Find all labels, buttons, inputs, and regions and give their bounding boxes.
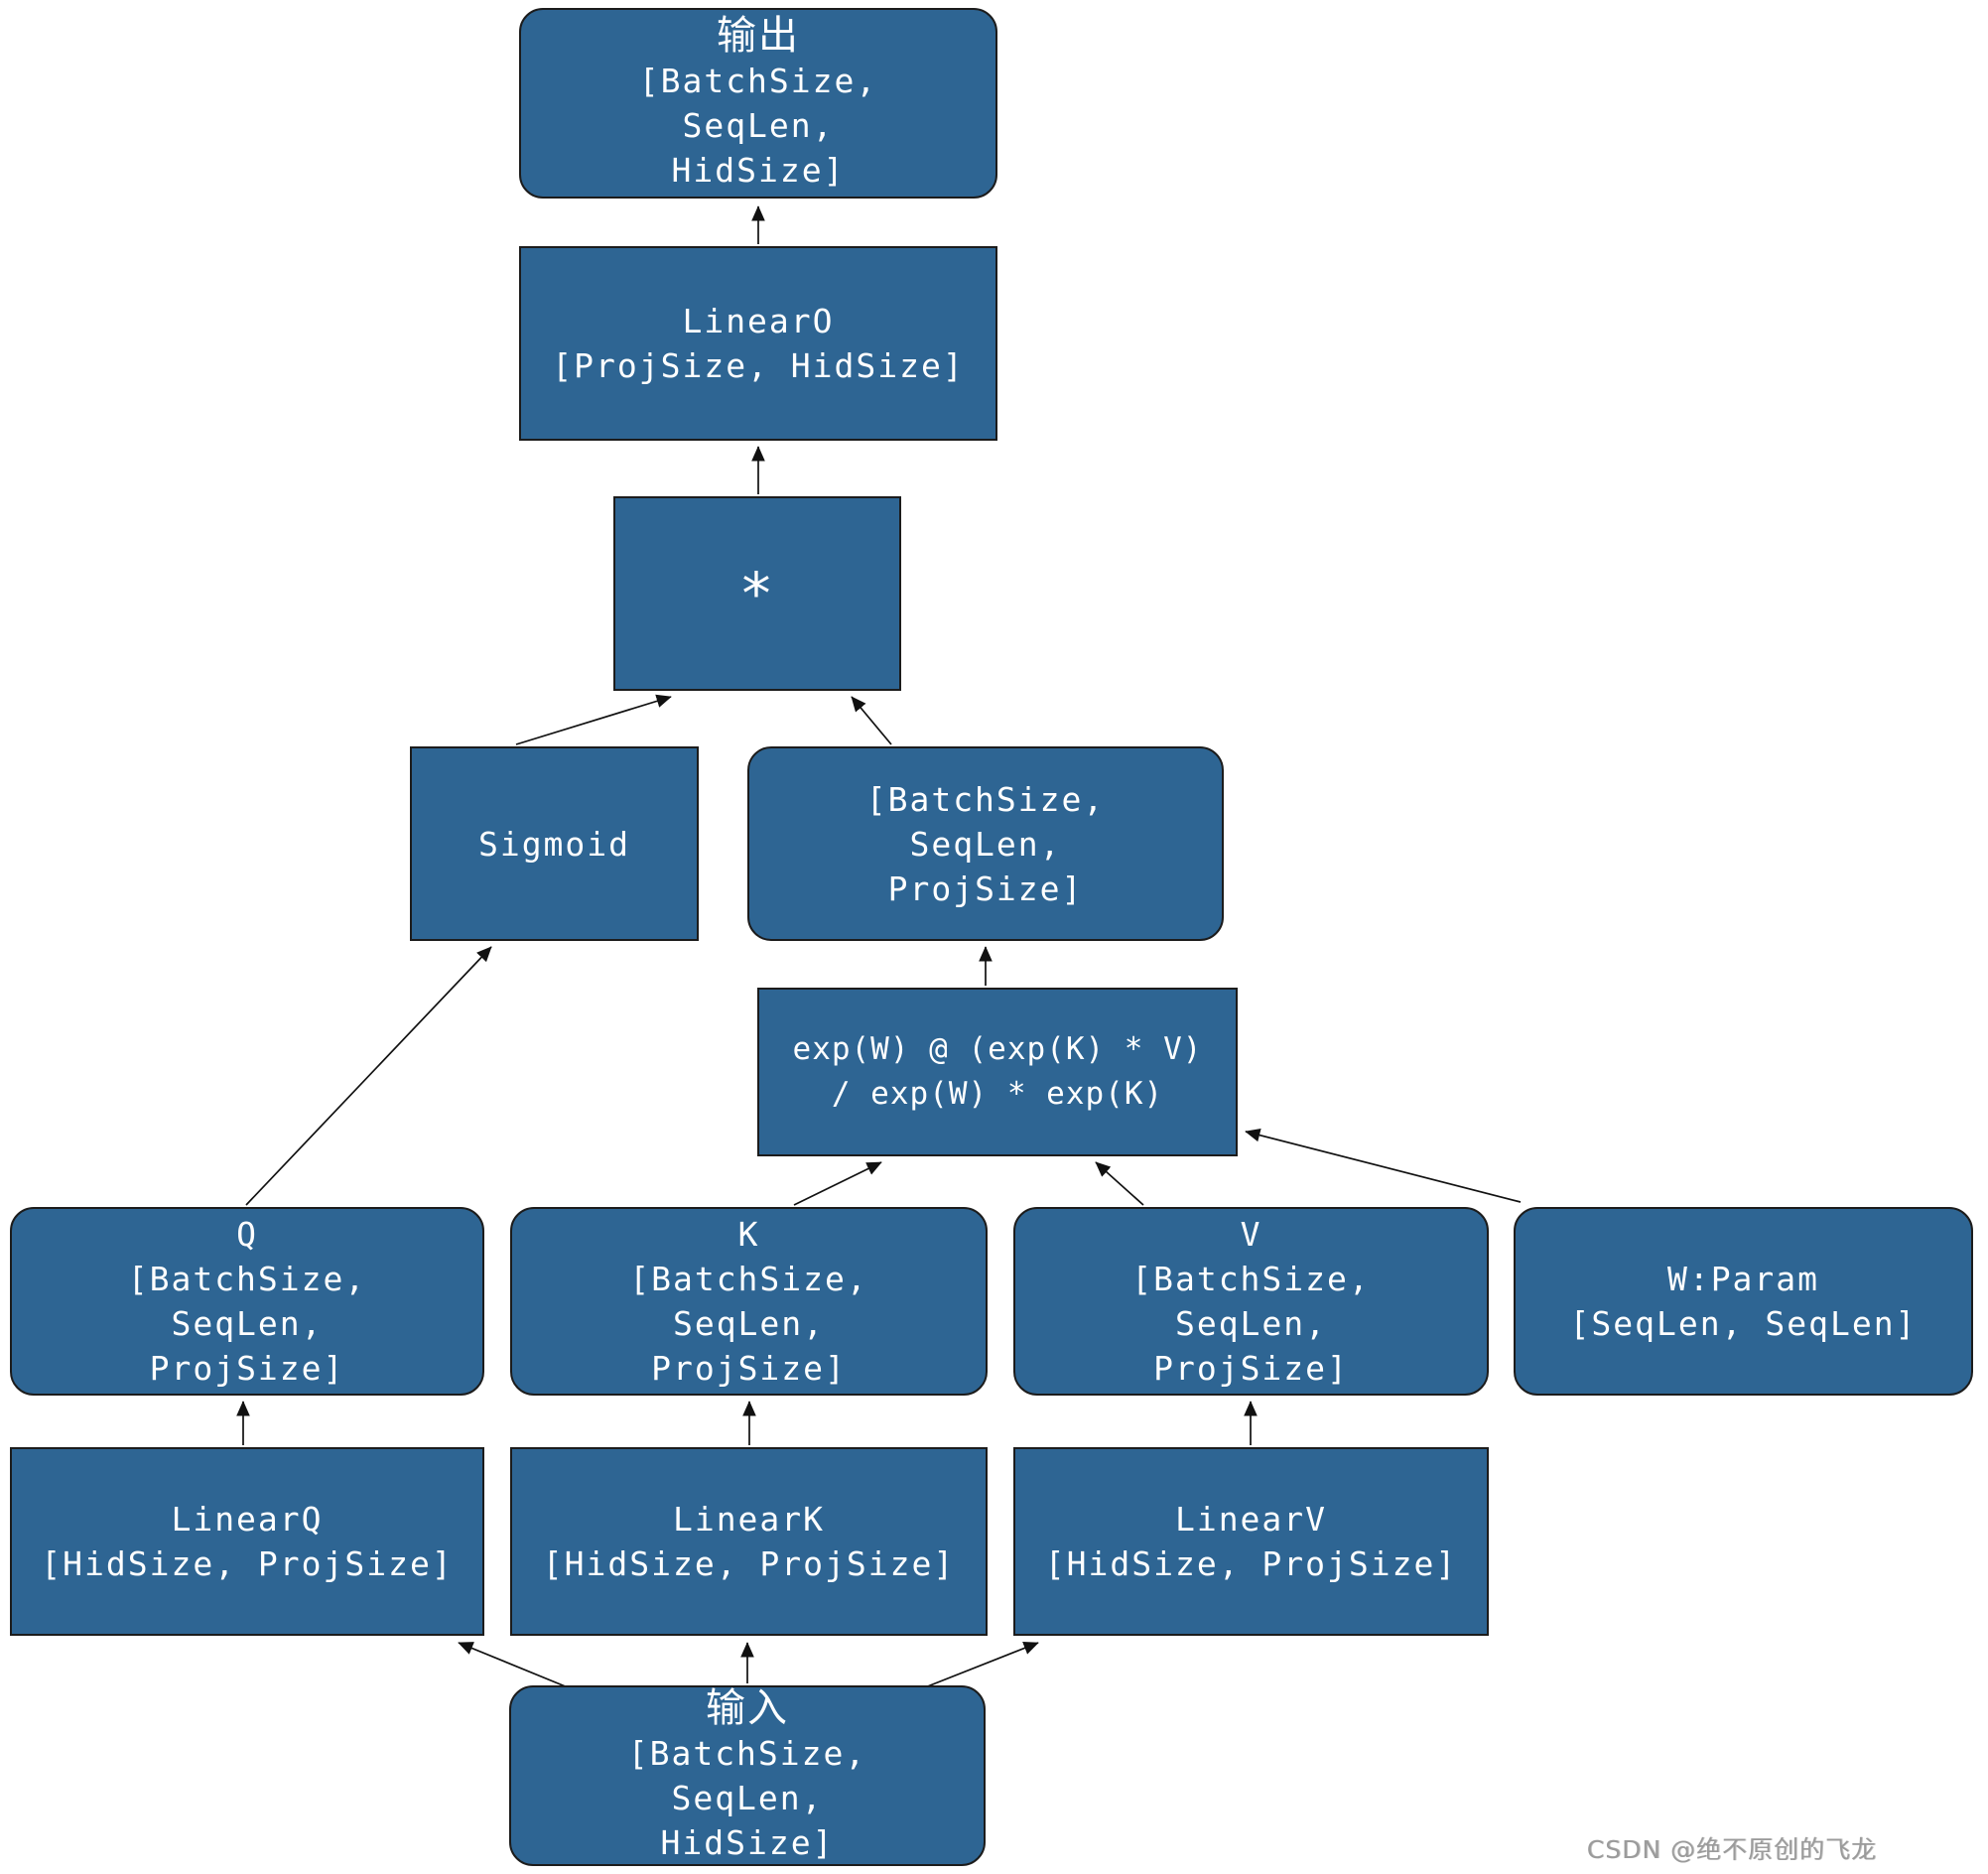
node-k-label-line: ProjSize] xyxy=(651,1349,847,1388)
node-linear-o-label-line: LinearO xyxy=(682,302,835,340)
node-exp-formula: exp(W) @ (exp(K) * V) / exp(W) * exp(K) xyxy=(757,988,1238,1156)
arrow-input-to-linear-v xyxy=(924,1641,1039,1688)
node-batch-seq-proj-label-line: [BatchSize, xyxy=(865,779,1106,819)
node-multiply-label-line: * xyxy=(738,560,776,627)
node-linear-q-label-line: LinearQ xyxy=(171,1500,324,1539)
node-v-label-line: ProjSize] xyxy=(1153,1349,1349,1388)
node-q-label-line: Q xyxy=(236,1215,258,1254)
node-sigmoid-label-line: Sigmoid xyxy=(477,824,631,864)
arrow-q-to-sigmoid xyxy=(245,946,492,1206)
node-v: V [BatchSize, SeqLen, ProjSize] xyxy=(1013,1207,1489,1396)
node-linear-o-label-line: [ProjSize, HidSize] xyxy=(552,346,965,385)
node-batch-seq-proj: [BatchSize, SeqLen, ProjSize] xyxy=(747,746,1224,941)
node-v-label-line: V xyxy=(1240,1215,1262,1254)
node-q: Q [BatchSize, SeqLen, ProjSize] xyxy=(10,1207,484,1396)
node-multiply: * xyxy=(613,496,901,691)
node-linear-o: LinearO [ProjSize, HidSize] xyxy=(519,246,997,441)
node-input-label-line: HidSize] xyxy=(660,1823,835,1862)
node-exp-formula-label-line: / exp(W) * exp(K) xyxy=(831,1076,1164,1112)
node-v-label-line: [BatchSize, xyxy=(1131,1260,1371,1298)
node-input-label-line: SeqLen, xyxy=(671,1779,824,1817)
node-batch-seq-proj-label-line: SeqLen, xyxy=(909,824,1062,864)
node-w-param-label-line: W:Param xyxy=(1666,1260,1820,1298)
arrow-batch-seq-proj-to-multiply xyxy=(851,696,892,745)
node-k-label-line: K xyxy=(737,1215,760,1254)
node-output-label-line: SeqLen, xyxy=(682,106,835,145)
node-q-label-line: [BatchSize, xyxy=(127,1260,367,1298)
node-w-param: W:Param [SeqLen, SeqLen] xyxy=(1514,1207,1973,1396)
node-output-label-line: 输出 xyxy=(717,13,800,59)
watermark: CSDN @绝不原创的飞龙 xyxy=(1586,1835,1877,1864)
node-w-param-label-line: [SeqLen, SeqLen] xyxy=(1569,1304,1918,1343)
node-linear-q: LinearQ [HidSize, ProjSize] xyxy=(10,1447,484,1636)
node-linear-q-label-line: [HidSize, ProjSize] xyxy=(41,1544,454,1583)
node-output-label-line: HidSize] xyxy=(671,151,846,190)
node-q-label-line: SeqLen, xyxy=(171,1304,324,1343)
node-input-label-line: [BatchSize, xyxy=(627,1734,867,1773)
node-input-label-line: 输入 xyxy=(706,1685,789,1731)
arrow-input-to-linear-q xyxy=(458,1642,569,1688)
arrow-sigmoid-to-multiply xyxy=(515,694,672,745)
node-linear-k: LinearK [HidSize, ProjSize] xyxy=(510,1447,988,1636)
node-linear-k-label-line: LinearK xyxy=(672,1500,826,1539)
node-k: K [BatchSize, SeqLen, ProjSize] xyxy=(510,1207,988,1396)
node-k-label-line: SeqLen, xyxy=(672,1304,826,1343)
node-linear-v: LinearV [HidSize, ProjSize] xyxy=(1013,1447,1489,1636)
arrow-v-to-exp-formula xyxy=(1095,1161,1144,1206)
node-q-label-line: ProjSize] xyxy=(149,1349,345,1388)
node-input: 输入[BatchSize, SeqLen, HidSize] xyxy=(509,1685,986,1866)
node-linear-v-label-line: [HidSize, ProjSize] xyxy=(1044,1544,1458,1583)
node-output-label-line: [BatchSize, xyxy=(638,62,878,100)
node-exp-formula-label-line: exp(W) @ (exp(K) * V) xyxy=(792,1031,1203,1067)
node-v-label-line: SeqLen, xyxy=(1174,1304,1328,1343)
node-linear-k-label-line: [HidSize, ProjSize] xyxy=(542,1544,956,1583)
arrow-w-param-to-exp-formula xyxy=(1245,1129,1522,1203)
node-output: 输出[BatchSize, SeqLen, HidSize] xyxy=(519,8,997,199)
arrow-k-to-exp-formula xyxy=(793,1161,882,1206)
node-k-label-line: [BatchSize, xyxy=(629,1260,868,1298)
node-linear-v-label-line: LinearV xyxy=(1174,1500,1328,1539)
node-batch-seq-proj-label-line: ProjSize] xyxy=(887,869,1084,908)
node-sigmoid: Sigmoid xyxy=(410,746,699,941)
